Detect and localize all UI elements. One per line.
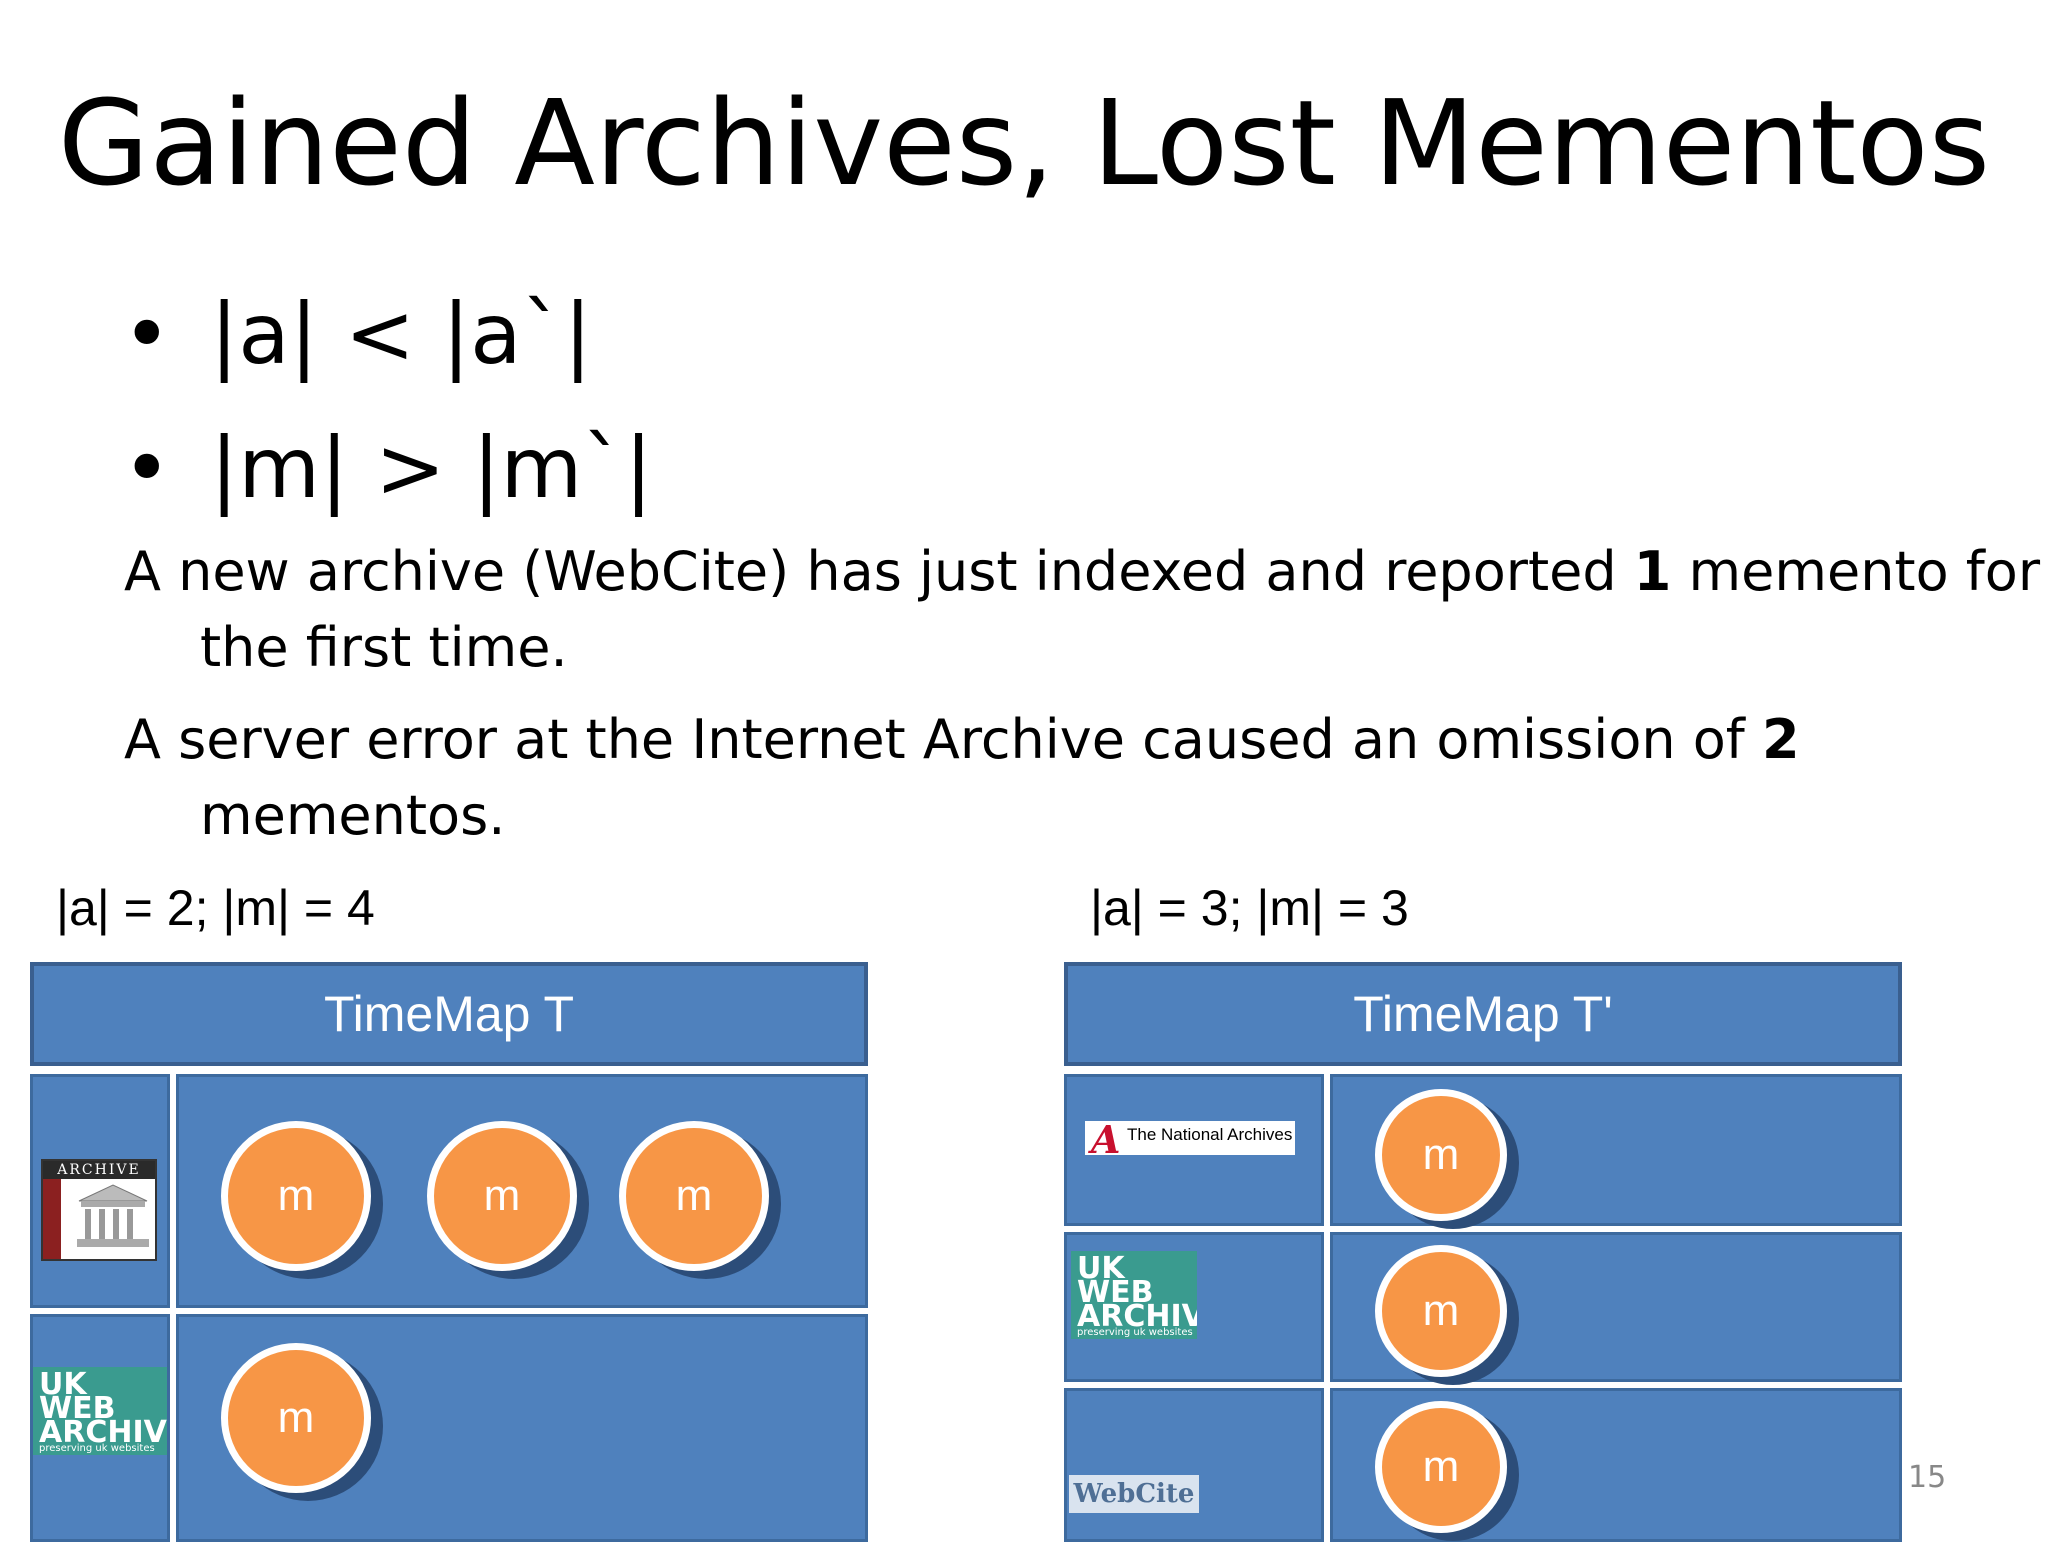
formula-right: |a| = 3; |m| = 3 [1090,880,1409,936]
national-archives-logo: A The National Archives [1085,1121,1295,1155]
logo-text: The National Archives [1127,1125,1293,1144]
webcite-logo: WebCite [1069,1475,1199,1513]
memento-circle: m [221,1121,371,1271]
paragraph-bold: 2 [1761,708,1800,771]
logo-text: ARCHIVE [1077,1299,1197,1334]
timemap-left: TimeMap T ARCHIVE m m m UK WEB ARCHIVE p… [30,962,868,1542]
logo-subtext: preserving uk websites [1077,1327,1193,1338]
paragraph-text: A new archive (WebCite) has just indexed… [124,540,1634,603]
page-number: 15 [1908,1460,1947,1495]
logo-mark: A [1091,1121,1121,1155]
memento-circle: m [221,1343,371,1493]
temple-icon [77,1184,149,1247]
uk-web-archive-logo: UK WEB ARCHIVE preserving uk websites [33,1367,167,1455]
paragraph-text: memento for the first time. [200,540,2041,679]
logo-text: ARCHIVE [43,1161,155,1179]
logo-text: ARCHIVE [39,1415,167,1450]
formula-left: |a| = 2; |m| = 4 [56,880,375,936]
internet-archive-logo: ARCHIVE [41,1159,157,1261]
logo-text: UK [39,1367,87,1402]
slide-title: Gained Archives, Lost Mementos [57,74,1991,212]
memento-cell: m [1330,1074,1902,1226]
paragraph-internet-archive: A server error at the Internet Archive c… [124,702,2048,854]
uk-web-archive-logo: UK WEB ARCHIVE preserving uk websites [1071,1251,1197,1339]
archive-cell: UK WEB ARCHIVE preserving uk websites [1064,1232,1324,1382]
memento-cell: m [1330,1232,1902,1382]
archive-cell: ARCHIVE [30,1074,170,1308]
timemap-right: TimeMap T' A The National Archives m UK … [1064,962,1902,1542]
bullet-dot: • [122,419,172,517]
bullet-text: |a| < |a`| [210,285,592,383]
bullet-dot: • [122,285,172,383]
logo-subtext: preserving uk websites [39,1443,155,1454]
logo-text: WEB [1077,1275,1154,1310]
memento-circle: m [1375,1089,1507,1221]
archive-cell: A The National Archives [1064,1074,1324,1226]
paragraph-text: A server error at the Internet Archive c… [124,708,1762,771]
paragraph-bold: 1 [1633,540,1672,603]
paragraph-webcite: A new archive (WebCite) has just indexed… [124,534,2048,686]
memento-circle: m [619,1121,769,1271]
logo-text: WEB [39,1391,116,1426]
memento-cell: m m m [176,1074,868,1308]
memento-circle: m [1375,1401,1507,1533]
archive-cell: WebCite [1064,1388,1324,1542]
memento-circle: m [427,1121,577,1271]
memento-circle: m [1375,1245,1507,1377]
memento-cell: m [1330,1388,1902,1542]
timemap-header: TimeMap T' [1064,962,1902,1066]
memento-cell: m [176,1314,868,1542]
logo-text: UK [1077,1251,1125,1286]
timemap-header: TimeMap T [30,962,868,1066]
logo-side-bar [43,1161,61,1259]
paragraph-text: mementos. [200,784,506,847]
archive-cell: UK WEB ARCHIVE preserving uk websites [30,1314,170,1542]
bullet-text: |m| > |m`| [210,419,653,517]
